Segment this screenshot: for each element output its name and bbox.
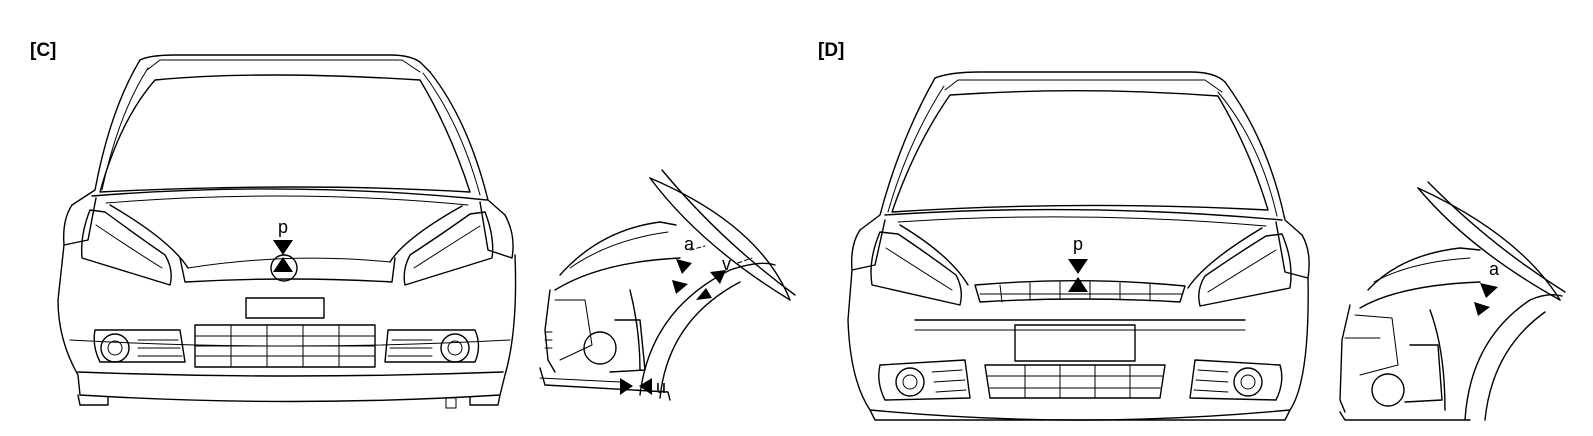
callout-d-front-p-label: p — [1073, 234, 1083, 254]
callout-c-side-a-label: a — [684, 234, 695, 254]
callout-c-side-u-label: u — [656, 377, 666, 397]
car-d-side-detail — [1339, 181, 1566, 421]
callout-d-side-a-label: a — [1489, 259, 1500, 279]
callout-c-side-v-label: v — [722, 254, 731, 274]
callout-c-side-a: a — [672, 234, 695, 294]
callout-c-side-v: v — [696, 254, 731, 300]
car-c-front-view — [57, 54, 517, 409]
callout-c-side-u: u — [620, 377, 666, 397]
panel-c-label: [C] — [30, 40, 56, 61]
callout-c-front-p-label: p — [278, 217, 288, 237]
panel-d-label: [D] — [818, 40, 844, 61]
callout-d-side-a: a — [1474, 259, 1500, 316]
callout-d-front-p: p — [1068, 234, 1088, 292]
car-c-side-detail — [539, 169, 796, 401]
car-d-front-view — [847, 71, 1310, 421]
callout-c-front-p: p — [273, 217, 293, 272]
